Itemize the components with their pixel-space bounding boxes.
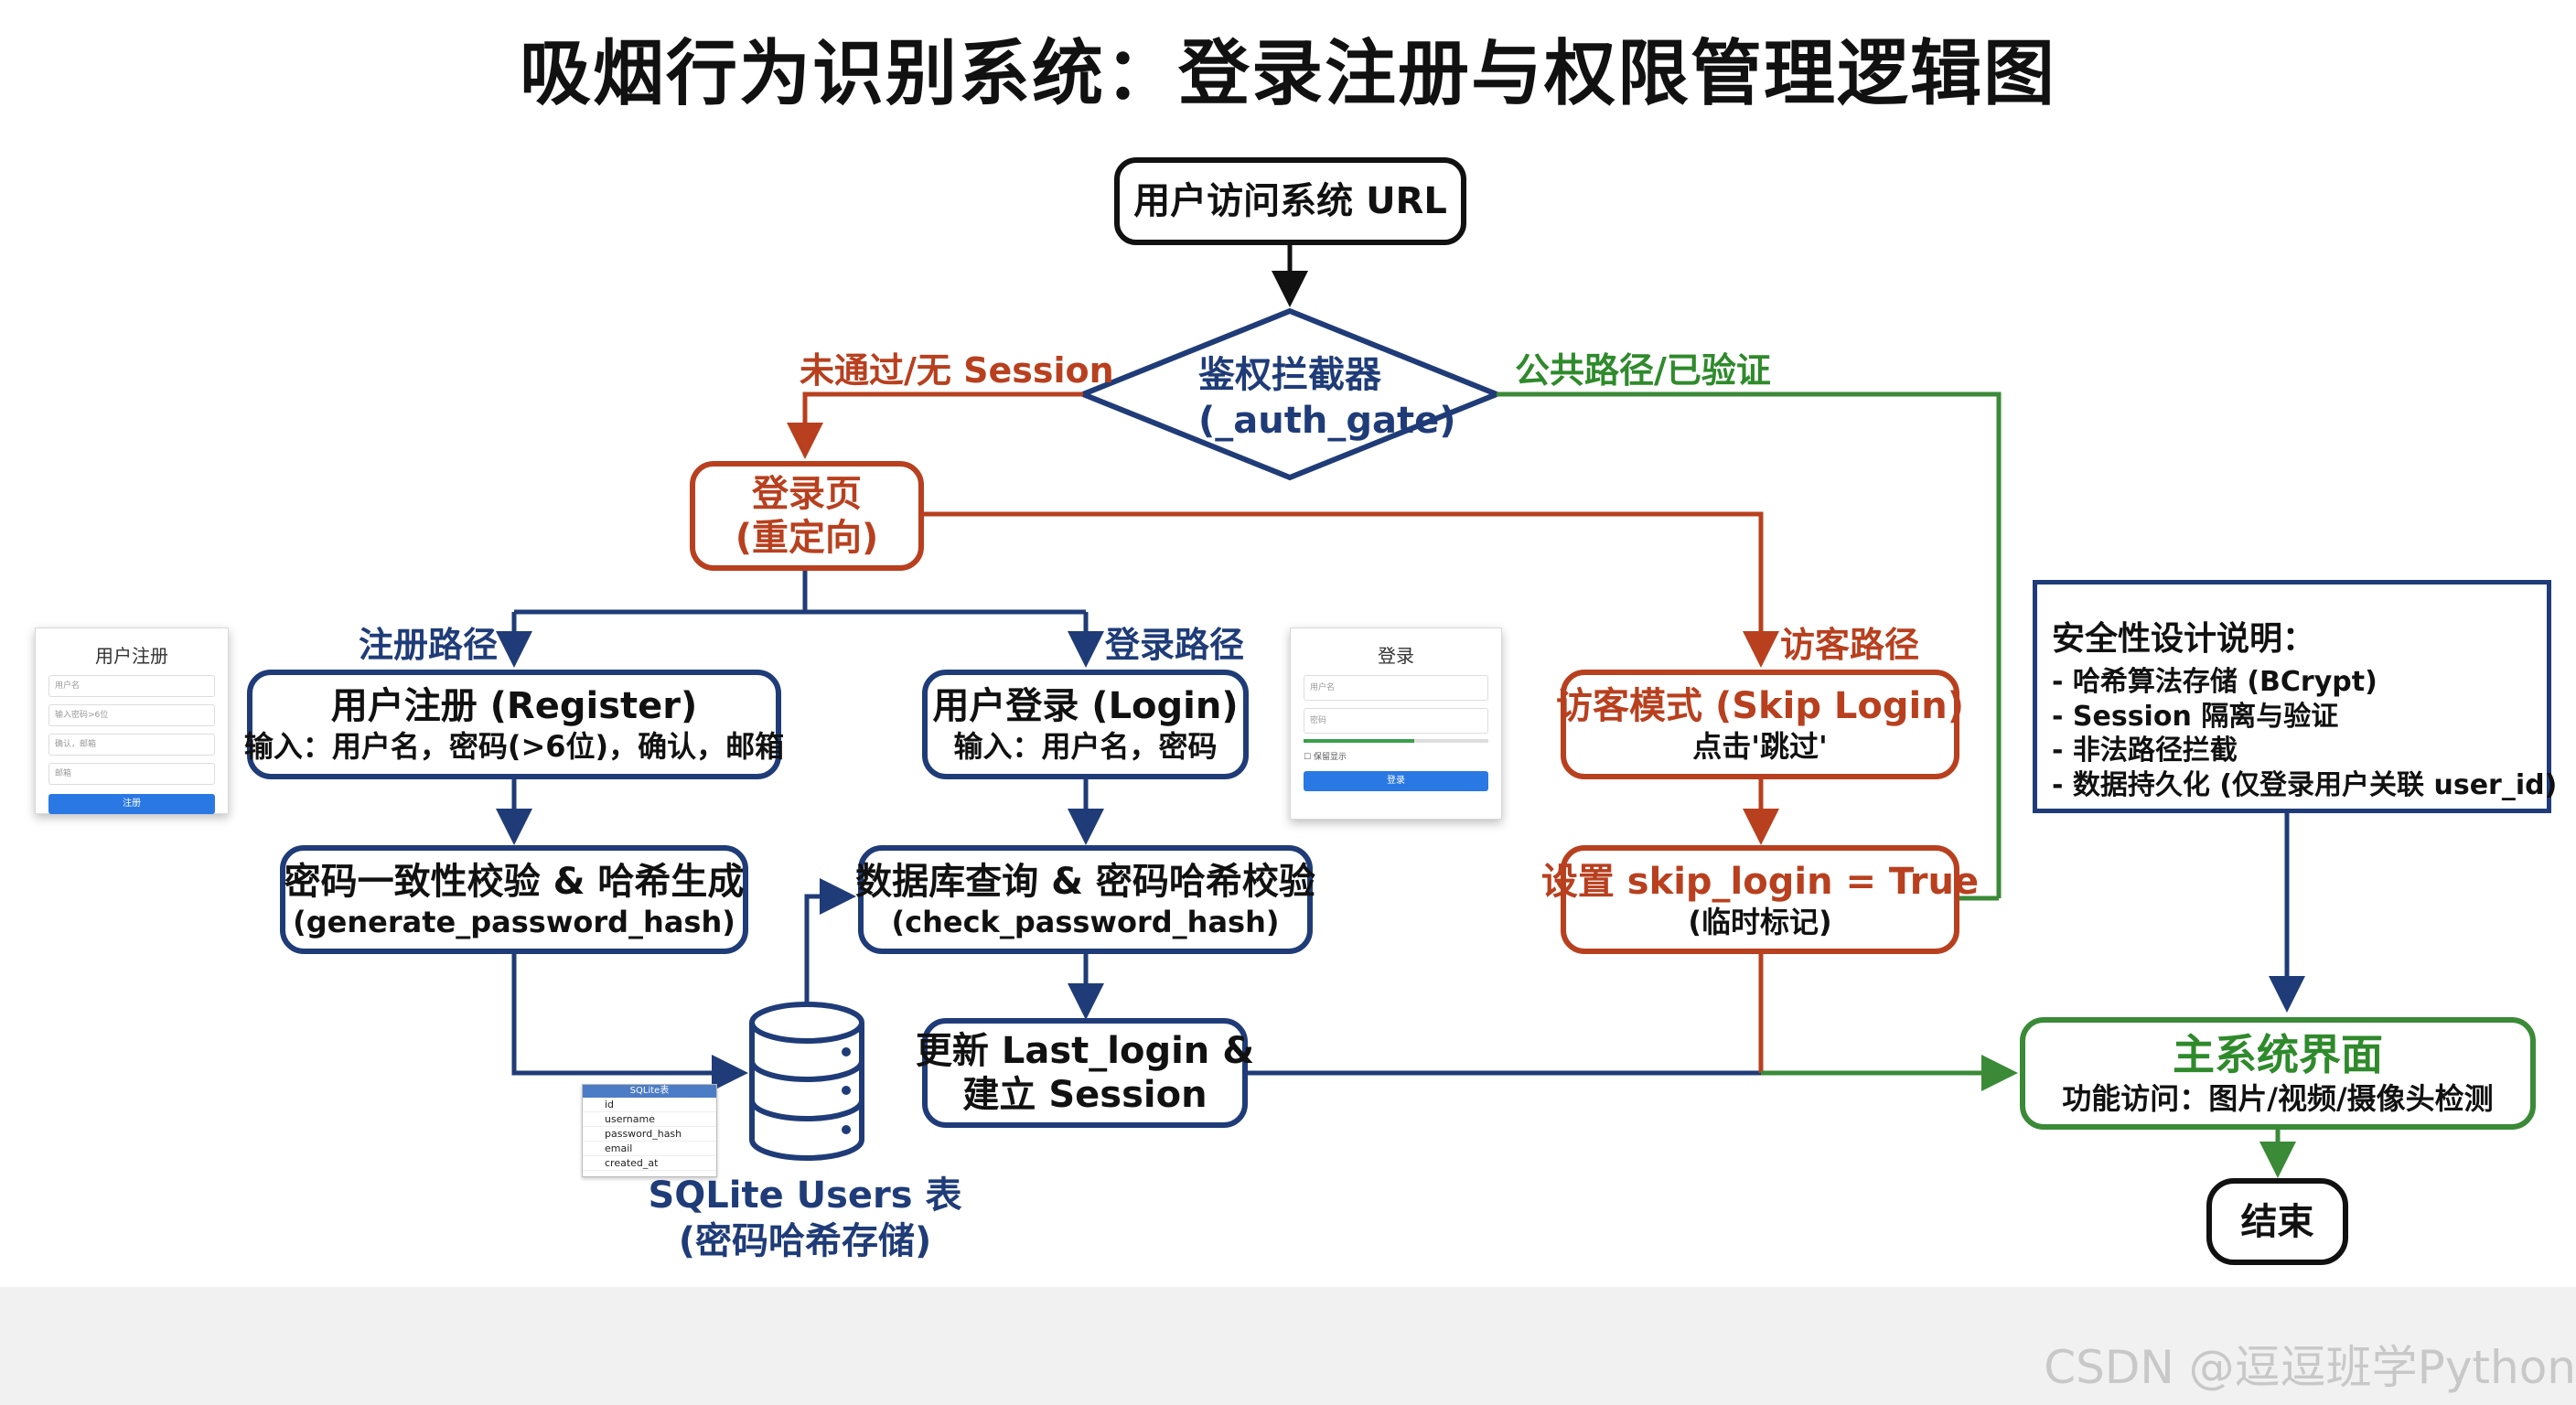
table-mock-column: id [583, 1098, 716, 1112]
security-item: - 非法路径拦截 [2052, 735, 2238, 767]
security-item: - Session 隔离与验证 [2052, 700, 2339, 733]
node-login-line2: 输入：用户名，密码 [953, 729, 1218, 764]
node-session-line1: 更新 Last_login & [915, 1030, 1255, 1072]
register-mock-title: 用户注册 [95, 645, 168, 667]
table-mock-header: SQLite表 [583, 1085, 716, 1098]
node-skip-login: 设置 skip_login = True (临时标记) [1541, 845, 1979, 954]
node-login-page-line1: 登录页 [752, 473, 862, 515]
security-item: - 哈希算法存储 (BCrypt) [2052, 666, 2377, 698]
database-caption-line1: SQLite Users 表 [648, 1174, 962, 1217]
node-login-page-line2: (重定向) [735, 517, 879, 559]
node-end: 结束 [2206, 1178, 2348, 1265]
edge-gate-main [1497, 391, 2002, 898]
table-mock-column: username [583, 1112, 716, 1127]
register-mock-field: 邮箱 [48, 763, 215, 785]
node-end-text: 结束 [2240, 1200, 2314, 1243]
security-notes: 安全性设计说明： - 哈希算法存储 (BCrypt) - Session 隔离与… [2033, 580, 2558, 813]
login-mock-strength-bar [1304, 739, 1488, 743]
node-session: 更新 Last_login & 建立 Session [916, 1018, 1254, 1128]
security-heading: 安全性设计说明： [2052, 620, 2316, 658]
node-hash-gen-line2: (generate_password_hash) [293, 904, 735, 939]
node-auth-gate-line1: 鉴权拦截器 [1198, 354, 1381, 396]
register-form-mock: 用户注册 用户名 输入密码>6位 确认，邮箱 邮箱 注册 [35, 627, 229, 814]
node-login: 用户登录 (Login) 输入：用户名，密码 [922, 670, 1249, 779]
checkbox-icon: ☐ [1304, 753, 1312, 762]
node-guest-line2: 点击'跳过' [1692, 729, 1828, 764]
database-caption-line2: (密码哈希存储) [678, 1220, 932, 1262]
watermark: CSDN @逗逗班学Python [2044, 1341, 2576, 1394]
table-mock-column: email [583, 1142, 716, 1156]
edge-label-register-path: 注册路径 [359, 625, 499, 665]
edge-login-page-guest [924, 511, 1779, 668]
table-mock-column: created_at [583, 1156, 716, 1171]
node-register-line1: 用户注册 (Register) [330, 685, 698, 727]
login-mock-field: 用户名 [1304, 675, 1488, 701]
login-mock-checkbox-row: ☐ 保留显示 [1304, 750, 1488, 762]
node-login-line1: 用户登录 (Login) [932, 685, 1239, 727]
node-db-check: 数据库查询 & 密码哈希校验 (check_password_hash) [855, 845, 1315, 954]
login-mock-strength-fill [1304, 739, 1415, 743]
node-main-line2: 功能访问：图片/视频/摄像头检测 [2062, 1081, 2494, 1117]
node-register-line2: 输入：用户名，密码(>6位)，确认，邮箱 [243, 729, 785, 764]
register-mock-field: 用户名 [48, 675, 215, 697]
node-auth-gate-line2: (_auth_gate) [1198, 400, 1456, 442]
sqlite-table-mock: SQLite表 id username password_hash email … [582, 1084, 717, 1177]
edge-gate-login-page [787, 391, 1083, 459]
node-start: 用户访问系统 URL [1114, 157, 1466, 245]
node-start-text: 用户访问系统 URL [1133, 180, 1447, 222]
node-skip-login-line1: 设置 skip_login = True [1540, 860, 1980, 903]
node-db-check-line1: 数据库查询 & 密码哈希校验 [855, 860, 1315, 903]
node-skip-login-line2: (临时标记) [1688, 904, 1832, 939]
node-session-line2: 建立 Session [962, 1074, 1208, 1116]
login-mock-field: 密码 [1304, 708, 1488, 734]
edge-label-guest-path: 访客路径 [1780, 625, 1920, 665]
register-mock-field: 确认，邮箱 [48, 734, 215, 756]
register-mock-field: 输入密码>6位 [48, 704, 215, 726]
node-main-line1: 主系统界面 [2173, 1029, 2383, 1079]
node-register: 用户注册 (Register) 输入：用户名，密码(>6位)，确认，邮箱 [243, 670, 785, 779]
login-mock-checkbox-label: 保留显示 [1313, 753, 1347, 762]
database-icon [749, 1002, 864, 1161]
login-mock-title: 登录 [1378, 645, 1414, 667]
node-auth-gate: 鉴权拦截器 (_auth_gate) [1198, 352, 1456, 444]
edge-db-dbcheck [804, 878, 856, 1006]
auth-gate-diamond [1075, 307, 1505, 481]
node-main: 主系统界面 功能访问：图片/视频/摄像头检测 [2020, 1017, 2536, 1130]
footer-band [0, 1287, 2576, 1405]
edge-label-login-path: 登录路径 [1105, 625, 1245, 665]
table-mock-column: password_hash [583, 1127, 716, 1142]
database-caption: SQLite Users 表 (密码哈希存储) [640, 1173, 970, 1264]
page-title: 吸烟行为识别系统：登录注册与权限管理逻辑图 [519, 33, 2056, 115]
node-hash-gen-line1: 密码一致性校验 & 哈希生成 [284, 860, 745, 903]
edge-hash-db [511, 954, 748, 1091]
login-form-mock: 登录 用户名 密码 ☐ 保留显示 登录 [1290, 627, 1502, 820]
node-guest-line1: 访客模式 (Skip Login) [1556, 685, 1964, 727]
security-item: - 数据持久化 (仅登录用户关联 user_id) [2052, 768, 2558, 801]
edge-label-public: 公共路径/已验证 [1515, 350, 1771, 391]
node-db-check-line2: (check_password_hash) [891, 904, 1280, 939]
node-guest: 访客模式 (Skip Login) 点击'跳过' [1556, 670, 1964, 779]
login-mock-button: 登录 [1304, 771, 1488, 791]
register-mock-button: 注册 [48, 794, 215, 814]
edge-label-fail: 未通过/无 Session [800, 350, 1114, 391]
node-login-page: 登录页 (重定向) [690, 461, 924, 571]
node-hash-gen: 密码一致性校验 & 哈希生成 (generate_password_hash) [280, 845, 748, 954]
